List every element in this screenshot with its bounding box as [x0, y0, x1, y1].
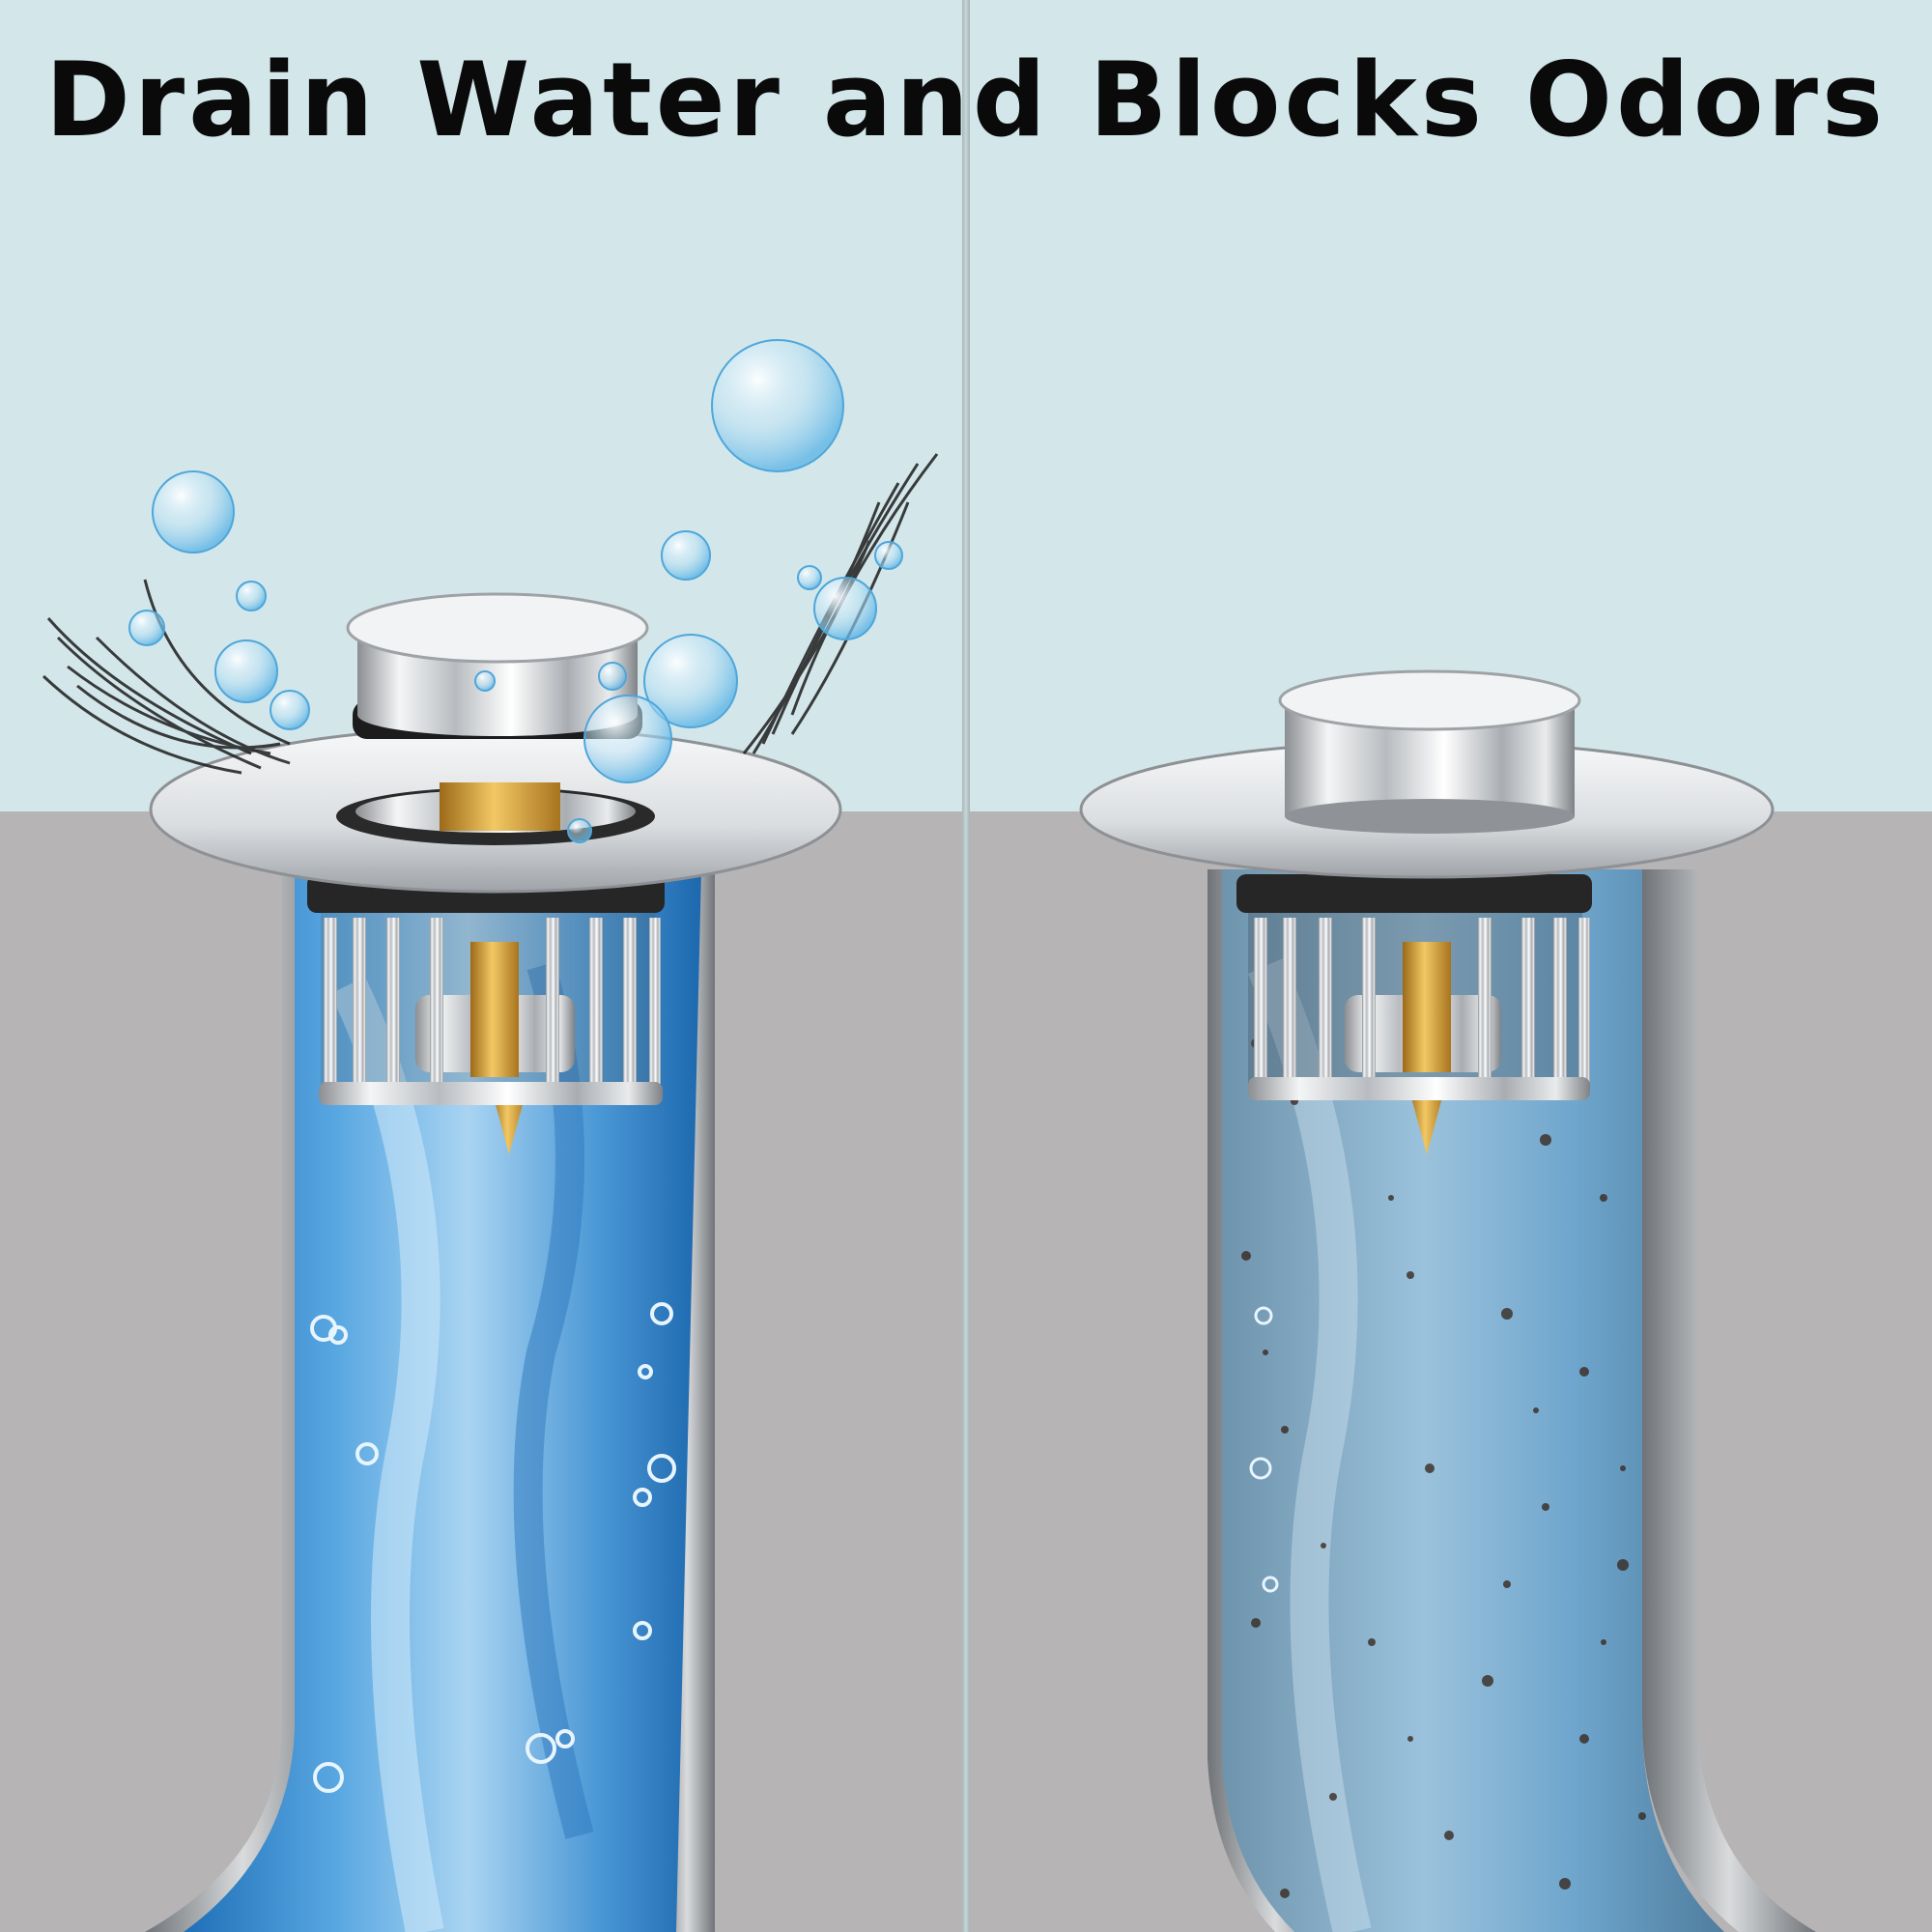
water-bubbles [1249, 1306, 1279, 1593]
left-panel-open-stopper [42, 339, 939, 1932]
pop-up-stopper-cap-raised [346, 592, 649, 739]
water-bubbles [310, 1302, 676, 1793]
right-panel-closed-stopper [1079, 669, 1816, 1932]
clean-water-pipe [145, 869, 715, 1932]
page-title: Drain Water and Blocks Odors [44, 41, 1888, 159]
pop-up-stopper-cap-closed [1278, 669, 1581, 834]
bubbles-icon [128, 339, 903, 843]
strainer-basket [1236, 874, 1592, 1154]
panel-divider [962, 0, 970, 1932]
